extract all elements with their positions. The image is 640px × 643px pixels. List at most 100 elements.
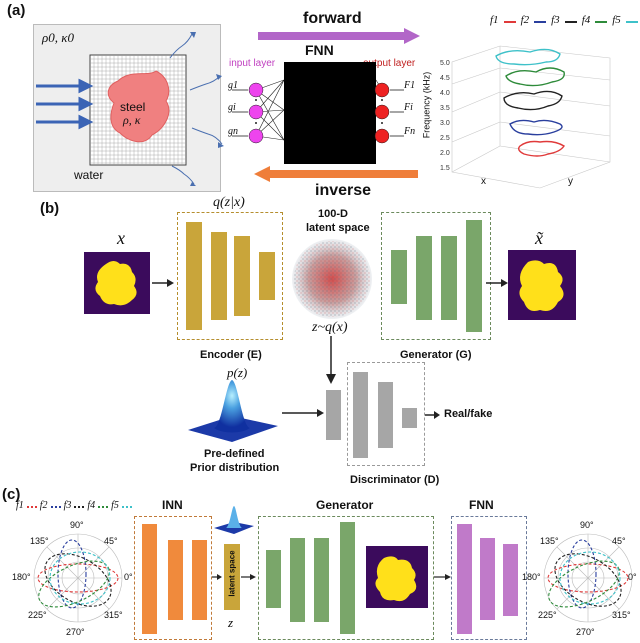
z-tick-label: 1.5: [440, 165, 450, 172]
x-axis-label: x: [481, 176, 486, 187]
y-axis-label: y: [568, 176, 573, 187]
left-angle-225: 225°: [28, 610, 47, 620]
z-tick-label: 3.0: [440, 120, 450, 127]
discriminator-layer-1: [326, 390, 341, 440]
z-tick-label: 2.0: [440, 150, 450, 157]
generator-layer-1: [391, 250, 407, 304]
legend-f4: f4: [581, 14, 591, 26]
z-label-c: z: [228, 615, 234, 630]
encoder-box: [177, 212, 283, 340]
legend-f2: f2: [520, 14, 530, 26]
legend-f5: f5: [612, 14, 621, 26]
generator-c-label: Generator: [316, 498, 374, 512]
latent-space-label: latent space: [306, 222, 370, 234]
inn-box: [134, 516, 212, 640]
right-angle-270: 270°: [576, 627, 595, 637]
encoder-label: Encoder (E): [200, 349, 262, 361]
left-angle-270: 270°: [66, 627, 85, 637]
arrow-to-generator-c: [241, 574, 256, 580]
right-angle-315: 315°: [612, 610, 631, 620]
generator-c-box: [258, 516, 434, 640]
input-x-label: x: [117, 228, 125, 248]
fnn-c-layer-3: [503, 544, 518, 616]
z-tick-label: 2.5: [440, 135, 450, 142]
encoder-layer-1: [186, 222, 202, 330]
inverse-arrow: [254, 166, 418, 182]
encoder-layer-2: [211, 232, 227, 320]
legend-c-f2: f2: [39, 500, 48, 511]
legend-panel-c: f1 f2 f3 f4 f5: [16, 500, 132, 511]
generator-label: Generator (G): [400, 349, 472, 361]
inn-label: INN: [162, 498, 183, 512]
output-x-tilde-label: x̃: [535, 228, 543, 248]
polar-plot-right: [543, 533, 633, 623]
discriminator-layer-4: [402, 408, 417, 428]
inn-layer-1: [142, 524, 157, 634]
generator-layer-4: [466, 220, 482, 332]
left-angle-180: 180°: [12, 572, 31, 582]
latent-space-bar: [224, 544, 240, 610]
prior-gaussian-surface: [188, 380, 278, 442]
incident-wave-arrows: [36, 78, 94, 130]
left-angle-315: 315°: [104, 610, 123, 620]
encoder-layer-4: [259, 252, 275, 300]
prior-label-2: Prior distribution: [190, 462, 280, 474]
panel-c-label: (c): [2, 486, 21, 503]
fnn-title: FNN: [305, 42, 334, 58]
latent-gaussian-icon: [214, 506, 254, 534]
generator-c-layer-1: [266, 550, 281, 608]
panel-a-label: (a): [7, 2, 26, 19]
arrow-to-latent: [212, 574, 222, 580]
steel-label: steel: [120, 100, 146, 114]
discriminator-box: [347, 362, 425, 466]
polar-plot-left: [33, 533, 123, 623]
z-tick-label: 5.0: [440, 60, 450, 67]
right-angle-135: 135°: [540, 536, 559, 546]
z-tick-label: 4.0: [440, 90, 450, 97]
z-sample-label: z~q(x): [312, 320, 348, 335]
input-gn: gn: [228, 126, 238, 137]
latent-dim-label: 100-D: [318, 208, 348, 220]
latent-space-text: latent space: [227, 550, 237, 597]
left-angle-0: 0°: [124, 572, 133, 582]
generator-layer-2: [416, 236, 432, 320]
input-shape-image: [84, 252, 150, 314]
output-fn: Fn: [404, 126, 416, 137]
z-axis-label: Frequency (kHz): [421, 71, 432, 139]
input-layer-label: input layer: [229, 58, 276, 69]
mesh-grid: [89, 54, 187, 166]
forward-arrow: [258, 28, 420, 44]
steel-properties: ρ, κ: [123, 113, 141, 127]
z-tick-label: 4.5: [440, 75, 450, 82]
scattered-wave-arrows: [169, 32, 224, 186]
legend-c-f4: f4: [87, 500, 96, 511]
q-zx-label: q(z|x): [213, 195, 245, 210]
fnn-network: [232, 62, 404, 164]
right-angle-225: 225°: [538, 610, 557, 620]
inn-layer-2: [168, 540, 183, 620]
water-label: water: [74, 168, 104, 182]
generator-box: [381, 212, 491, 340]
output-fi: Fi: [404, 102, 413, 113]
inverse-label: inverse: [315, 182, 372, 199]
generator-c-layer-4: [340, 522, 355, 634]
discriminator-layer-3: [378, 382, 393, 448]
arrow-to-fnn-c: [434, 574, 451, 580]
pz-label: p(z): [227, 365, 248, 380]
input-g1: g1: [228, 80, 238, 91]
arrow-to-output: [486, 279, 508, 287]
medium-properties: ρ0, κ0: [42, 30, 74, 45]
forward-label: forward: [303, 10, 362, 27]
right-angle-180: 180°: [522, 572, 541, 582]
arrow-prior-to-discriminator: [282, 409, 324, 417]
z-tick-label: 3.5: [440, 105, 450, 112]
discriminator-layer-2: [353, 372, 368, 458]
generator-layer-3: [441, 236, 457, 320]
arrow-to-realfake: [425, 411, 440, 419]
fnn-c-label: FNN: [469, 498, 494, 512]
legend-panel-a: f1 f2 f3 f4 f5: [490, 14, 638, 26]
prior-label-1: Pre-defined: [204, 448, 265, 460]
generator-c-layer-3: [314, 538, 329, 622]
left-angle-135: 135°: [30, 536, 49, 546]
frequency-3d-plot: 1.5 2.0 2.5 3.0 3.5 4.0 4.5 5.0: [440, 45, 611, 189]
